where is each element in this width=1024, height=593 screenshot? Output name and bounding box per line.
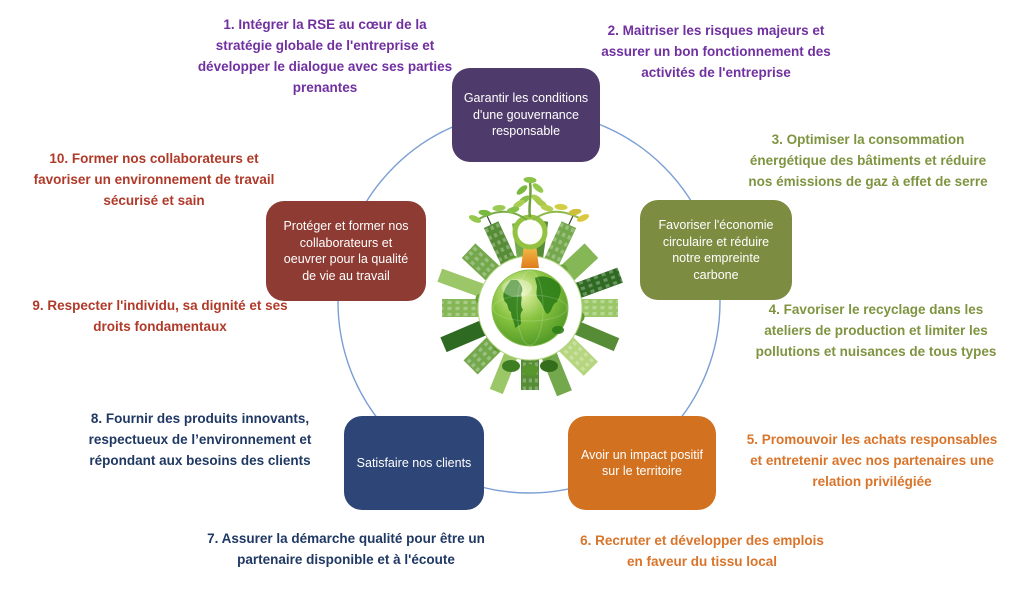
objective-2: 2. Maitriser les risques majeurs et assu…	[601, 23, 831, 80]
sprout	[468, 176, 590, 223]
node-clients: Satisfaire nos clients	[344, 416, 484, 510]
objective-8: 8. Fournir des produits innovants, respe…	[88, 411, 312, 468]
globe	[491, 269, 569, 347]
objective-6: 6. Recruter et développer des emplois en…	[580, 533, 824, 569]
bottom-trees	[502, 360, 558, 376]
node-collaborators: Protéger et former nos collaborateurs et…	[266, 201, 426, 301]
node-circular-economy: Favoriser l'économie circulaire et rédui…	[640, 200, 792, 300]
objective-9: 9. Respecter l'individu, sa dignité et s…	[32, 298, 288, 334]
eco-city-globe-illustration	[437, 176, 623, 396]
objective-10: 10. Former nos collaborateurs et favoris…	[33, 151, 275, 208]
node-governance: Garantir les conditions d'une gouvernanc…	[452, 68, 600, 162]
objective-4: 4. Favoriser le recyclage dans les ateli…	[755, 302, 997, 359]
node-territory: Avoir un impact positif sur le territoir…	[568, 416, 716, 510]
objective-3: 3. Optimiser la consommation énergétique…	[748, 132, 988, 189]
lightbulb-icon	[512, 214, 548, 250]
objective-1: 1. Intégrer la RSE au cœur de la stratég…	[197, 17, 453, 95]
objective-7: 7. Assurer la démarche qualité pour être…	[207, 531, 485, 567]
objective-5: 5. Promouvoir les achats responsables et…	[746, 432, 998, 489]
bulb-stem	[521, 244, 539, 268]
